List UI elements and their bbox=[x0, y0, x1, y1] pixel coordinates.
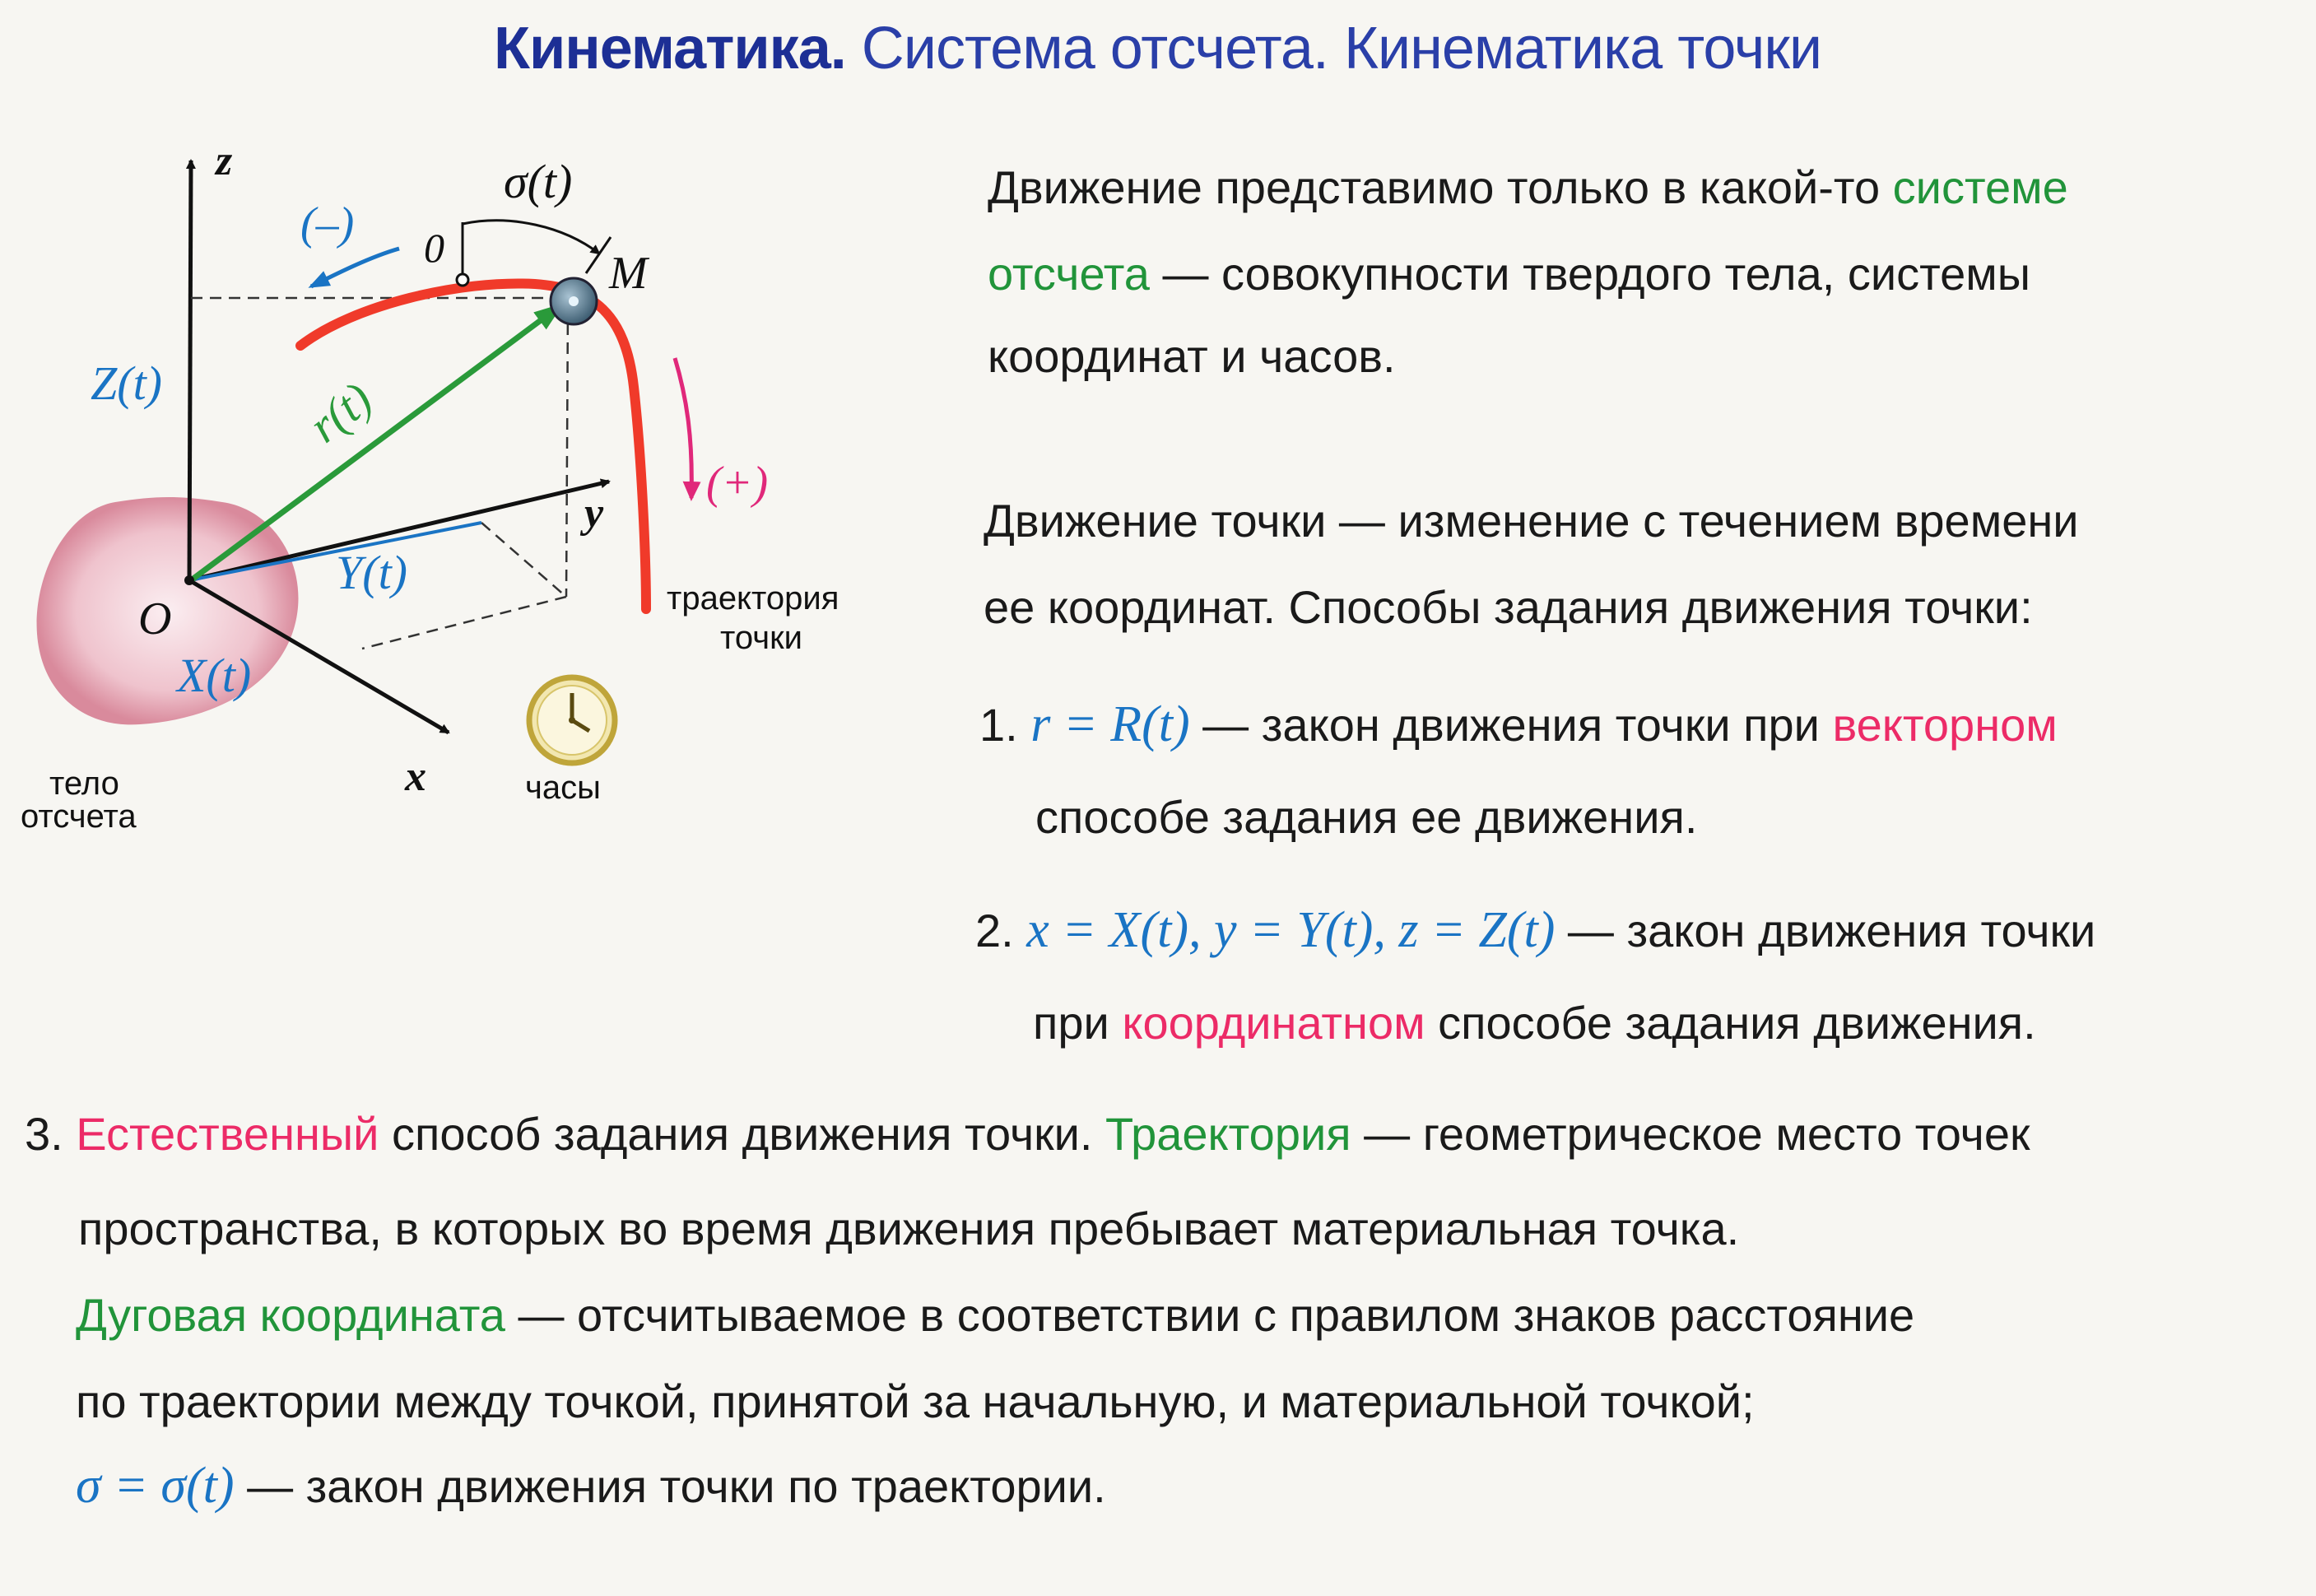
term-traektoriya: Траектория bbox=[1105, 1108, 1351, 1160]
y-axis-label: y bbox=[579, 490, 604, 537]
item1-number: 1. bbox=[979, 699, 1018, 751]
item3-formula: σ = σ(t) bbox=[76, 1458, 235, 1514]
p2-text-1: Движение точки — изменение с течением вр… bbox=[984, 495, 2079, 547]
x-axis bbox=[188, 578, 450, 735]
trajectory-curve bbox=[295, 278, 651, 614]
item1-formula: r = R(t) bbox=[1030, 696, 1190, 752]
item3-line-3: Дуговая координата — отсчитываемое в соо… bbox=[76, 1288, 1914, 1342]
term-vektornom: векторном bbox=[1832, 699, 2058, 751]
y-coordinate-line bbox=[188, 521, 482, 582]
trajectory-label-2: точки bbox=[720, 620, 802, 656]
x-axis-label: x bbox=[404, 753, 426, 800]
positive-direction-arrow bbox=[672, 357, 701, 501]
item3-text-d: — геометрическое место точек bbox=[1351, 1108, 2030, 1160]
item3-line-4: по траектории между точкой, принятой за … bbox=[76, 1375, 1755, 1428]
p1-text-b: — совокупности твердого тела, системы bbox=[1149, 248, 2031, 300]
p2-line-2: ее координат. Способы задания движения т… bbox=[984, 580, 2033, 634]
radius-vector-label: r(t) bbox=[299, 371, 382, 453]
p1-text-a: Движение представимо только в какой-то bbox=[988, 161, 1893, 213]
z-t-label: Z(t) bbox=[91, 356, 162, 410]
item2-line-1: 2. x = X(t), y = Y(t), z = Z(t) — закон … bbox=[975, 901, 2095, 960]
point-m-label: M bbox=[608, 248, 650, 299]
p1-line-2: отсчета — совокупности твердого тела, си… bbox=[988, 247, 2030, 300]
item3-text-3b: — отсчитываемое в соответствии с правило… bbox=[505, 1289, 1915, 1341]
page-title: Кинематика. Система отсчета. Кинематика … bbox=[494, 15, 1822, 82]
item3-line-2: пространства, в которых во время движени… bbox=[78, 1202, 1739, 1255]
item3-text-5b: — закон движения точки по траектории. bbox=[234, 1460, 1106, 1512]
material-point-center bbox=[569, 296, 579, 306]
sigma-arc bbox=[462, 219, 601, 255]
item2-text-c: способе задания движения. bbox=[1425, 997, 2036, 1049]
item1-text-2: способе задания ее движения. bbox=[1035, 791, 1698, 843]
zero-label: 0 bbox=[424, 225, 444, 271]
origin-label: O bbox=[138, 593, 171, 644]
p1-text-c: координат и часов. bbox=[988, 330, 1396, 382]
item2-number: 2. bbox=[975, 905, 1014, 956]
title-bold: Кинематика. bbox=[494, 16, 847, 81]
plus-label: (+) bbox=[706, 458, 768, 509]
term-otscheta: отсчета bbox=[988, 248, 1150, 300]
z-axis-label: z bbox=[214, 137, 233, 184]
item1-line-1: 1. r = R(t) — закон движения точки при в… bbox=[979, 696, 2058, 754]
p2-line-1: Движение точки — изменение с течением вр… bbox=[984, 494, 2079, 547]
minus-label: (–) bbox=[300, 198, 354, 249]
item2-text-a: — закон движения точки bbox=[1555, 905, 2096, 956]
item3-line-1: 3. Естественный способ задания движения … bbox=[25, 1107, 2030, 1161]
term-sisteme: системе bbox=[1892, 161, 2068, 213]
item3-line-5: σ = σ(t) — закон движения точки по траек… bbox=[76, 1457, 1106, 1515]
term-koordinatnom: координатном bbox=[1122, 997, 1425, 1049]
item3-text-2: пространства, в которых во время движени… bbox=[78, 1203, 1740, 1254]
y-axis bbox=[188, 478, 611, 583]
p1-line-1: Движение представимо только в какой-то с… bbox=[988, 161, 2068, 214]
body-label-2: отсчета bbox=[21, 798, 137, 835]
negative-direction-arrow bbox=[308, 246, 400, 289]
p2-text-2: ее координат. Способы задания движения т… bbox=[984, 581, 2033, 633]
item3-text-b: способ задания движения точки. bbox=[379, 1108, 1106, 1160]
clock-label: часы bbox=[525, 770, 601, 806]
zero-point bbox=[455, 272, 470, 287]
item1-line-2: способе задания ее движения. bbox=[1035, 790, 1697, 844]
y-t-label: Y(t) bbox=[336, 546, 407, 599]
item2-line-2: при координатном способе задания движени… bbox=[1033, 996, 2036, 1049]
radius-vector bbox=[188, 303, 564, 583]
item3-text-4: по траектории между точкой, принятой за … bbox=[76, 1375, 1755, 1427]
term-dugovaya-koordinata: Дуговая координата bbox=[76, 1289, 505, 1341]
title-rest: Система отсчета. Кинематика точки bbox=[861, 16, 1822, 81]
sigma-tick bbox=[584, 236, 612, 274]
item3-number: 3. bbox=[25, 1108, 63, 1160]
sigma-label: σ(t) bbox=[504, 155, 572, 208]
item2-formula: x = X(t), y = Y(t), z = Z(t) bbox=[1026, 902, 1556, 958]
trajectory-label-1: траектория bbox=[667, 580, 839, 617]
origin-point bbox=[184, 575, 194, 585]
z-axis bbox=[185, 159, 196, 581]
reference-body bbox=[36, 497, 299, 725]
kinematics-figure: (–) (+) 0 σ(t) r(t) M z y x O Z(t) Y(t) … bbox=[21, 137, 839, 835]
term-estestvennyi: Естественный bbox=[76, 1108, 379, 1160]
item2-text-pri: при bbox=[1033, 997, 1123, 1049]
body-label-1: тело bbox=[49, 765, 119, 802]
clock-icon bbox=[526, 674, 618, 766]
p1-line-3: координат и часов. bbox=[988, 329, 1396, 383]
projection-lines bbox=[191, 296, 570, 650]
x-t-label: X(t) bbox=[175, 649, 251, 702]
item1-text-a: — закон движения точки при bbox=[1189, 699, 1833, 751]
